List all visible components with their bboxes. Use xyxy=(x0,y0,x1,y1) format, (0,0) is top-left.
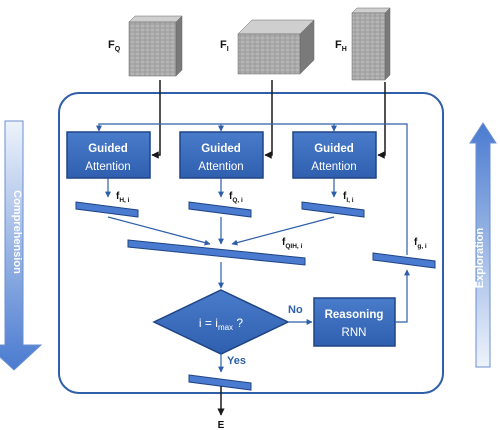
guided-attention-block-2: Guided Attention xyxy=(179,131,264,179)
block-2-line1: Guided xyxy=(201,143,241,155)
feature-bar-i xyxy=(301,201,365,218)
block-3-line1: Guided xyxy=(314,143,354,155)
comprehension-label: Comprehension xyxy=(11,190,23,274)
decision-label: i = imax ? xyxy=(199,316,243,332)
edge-q-to-block2 xyxy=(151,80,161,159)
decision-diamond xyxy=(152,289,290,355)
output-label: E xyxy=(218,420,225,430)
block-1-line2: Attention xyxy=(85,161,130,173)
edge-fg-feedback xyxy=(96,123,408,255)
no-label: No xyxy=(288,304,303,316)
exploration-label: Exploration xyxy=(474,227,486,288)
rnn-line1: Reasoning xyxy=(325,309,384,321)
main-container xyxy=(58,92,444,394)
feature-label-qih: fQIH, i xyxy=(282,237,303,250)
edge-i-to-block3 xyxy=(264,80,273,159)
edge-rnn-to-fg xyxy=(395,269,410,323)
output-bar xyxy=(188,374,252,391)
guided-attention-block-1: Guided Attention xyxy=(66,131,151,179)
reasoning-rnn-block: Reasoning RNN xyxy=(313,297,396,347)
feature-label-i: fI, i xyxy=(343,191,354,204)
block-1-line1: Guided xyxy=(88,143,128,155)
tensor-cube-h xyxy=(351,7,391,81)
feature-bar-q xyxy=(188,201,252,218)
feature-bar-qih xyxy=(127,239,306,266)
feature-label-q: fQ, i xyxy=(229,191,243,204)
comprehension-arrow xyxy=(0,120,43,371)
feature-bar-h xyxy=(75,201,139,218)
tensor-cube-i xyxy=(237,19,315,75)
block-2-line2: Attention xyxy=(198,161,243,173)
tensor-label-h: FH xyxy=(335,39,347,53)
rnn-line2: RNN xyxy=(342,327,367,339)
guided-attention-block-3: Guided Attention xyxy=(292,131,377,179)
tensor-label-q: FQ xyxy=(108,39,121,53)
edge-fh-to-fqih xyxy=(107,216,211,246)
feature-label-g: fg, i xyxy=(414,237,427,250)
feature-label-h: fH, i xyxy=(116,191,130,204)
block-3-line2: Attention xyxy=(311,161,356,173)
yes-label: Yes xyxy=(227,355,246,367)
tensor-label-i: FI xyxy=(220,39,229,53)
feature-bar-g xyxy=(372,252,436,269)
tensor-cube-q xyxy=(128,15,183,77)
edge-h-to-block1 xyxy=(377,82,386,159)
exploration-arrow xyxy=(469,122,497,368)
edge-fi-to-fqih xyxy=(231,216,335,246)
